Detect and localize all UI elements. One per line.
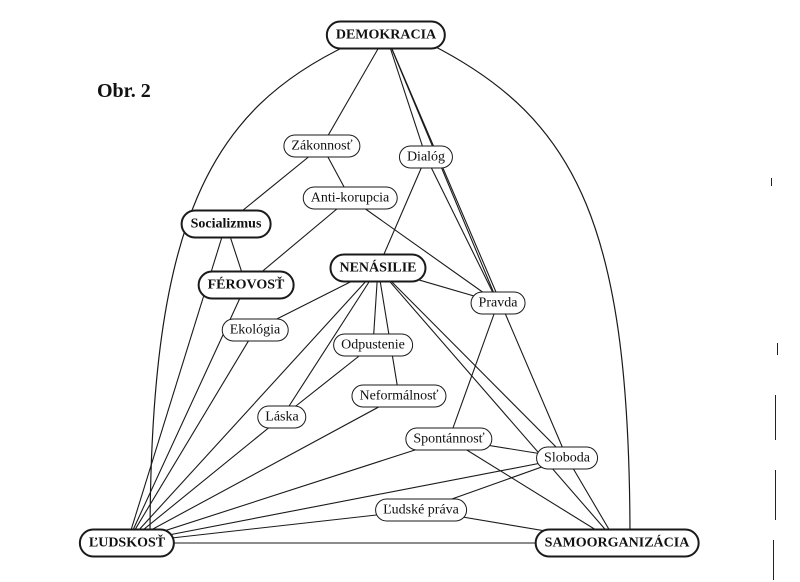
node-neformalnost: Neformálnosť bbox=[351, 384, 447, 408]
node-samoorganizacia: SAMOORGANIZÁCIA bbox=[534, 528, 700, 558]
edge-demokracia-ludskost-arc bbox=[149, 43, 351, 541]
node-odpustenie: Odpustenie bbox=[333, 333, 413, 357]
edge-sloboda-ludskost bbox=[126, 457, 568, 544]
node-ferovost: FÉROVOSŤ bbox=[197, 270, 295, 300]
edge-dialog-nenasilie bbox=[377, 156, 427, 269]
node-socializmus: Socializmus bbox=[180, 209, 272, 239]
edge-demokracia-samoorganizacia-arc bbox=[429, 43, 631, 541]
edge-ekologia-ludskost bbox=[126, 329, 256, 544]
node-dialog: Dialóg bbox=[398, 145, 454, 169]
edge-demokracia-sloboda bbox=[385, 34, 568, 459]
scan-mark bbox=[775, 470, 776, 520]
figure-label: Obr. 2 bbox=[97, 80, 151, 102]
outer-curves-layer bbox=[149, 43, 631, 541]
edge-neformalnost-ludskost bbox=[126, 395, 400, 544]
edge-nenasilie-samoorganizacia bbox=[377, 267, 618, 544]
node-laska: Láska bbox=[257, 405, 307, 429]
edge-laska-ludskost bbox=[126, 416, 283, 544]
scan-mark bbox=[773, 540, 774, 580]
edge-demokracia-dialog bbox=[385, 34, 427, 158]
edge-pravda-spontannost bbox=[448, 302, 499, 440]
node-spontannost: Spontánnosť bbox=[405, 427, 493, 451]
edge-ludske_prava-ludskost bbox=[126, 509, 422, 544]
edge-nenasilie-sloboda bbox=[377, 267, 568, 459]
edge-odpustenie-laska bbox=[281, 344, 374, 418]
node-ludskost: ĽUDSKOSŤ bbox=[78, 528, 176, 558]
edge-demokracia-zakonnost bbox=[321, 34, 387, 147]
edge-nenasilie-ludskost bbox=[126, 267, 379, 544]
node-sloboda: Sloboda bbox=[536, 446, 598, 470]
edge-spontannost-samoorganizacia bbox=[448, 438, 618, 544]
edge-anti_korupcia-pravda bbox=[349, 197, 499, 304]
scan-mark bbox=[775, 395, 776, 440]
scan-mark bbox=[777, 343, 778, 355]
node-nenasilie: NENÁSILIE bbox=[329, 253, 427, 283]
edge-dialog-pravda bbox=[425, 156, 499, 304]
node-ekologia: Ekológia bbox=[221, 318, 289, 342]
edge-spontannost-ludskost bbox=[126, 438, 450, 544]
scan-mark bbox=[771, 178, 772, 186]
edge-nenasilie-laska bbox=[281, 267, 379, 418]
node-anti-korupcia: Anti-korupcia bbox=[302, 186, 398, 210]
node-pravda: Pravda bbox=[470, 291, 526, 315]
node-ludske-prava: Ľudské práva bbox=[375, 498, 467, 522]
edge-nenasilie-neformalnost bbox=[377, 267, 400, 397]
node-zakonnost: Zákonnosť bbox=[283, 134, 361, 158]
node-demokracia: DEMOKRACIA bbox=[325, 20, 447, 50]
